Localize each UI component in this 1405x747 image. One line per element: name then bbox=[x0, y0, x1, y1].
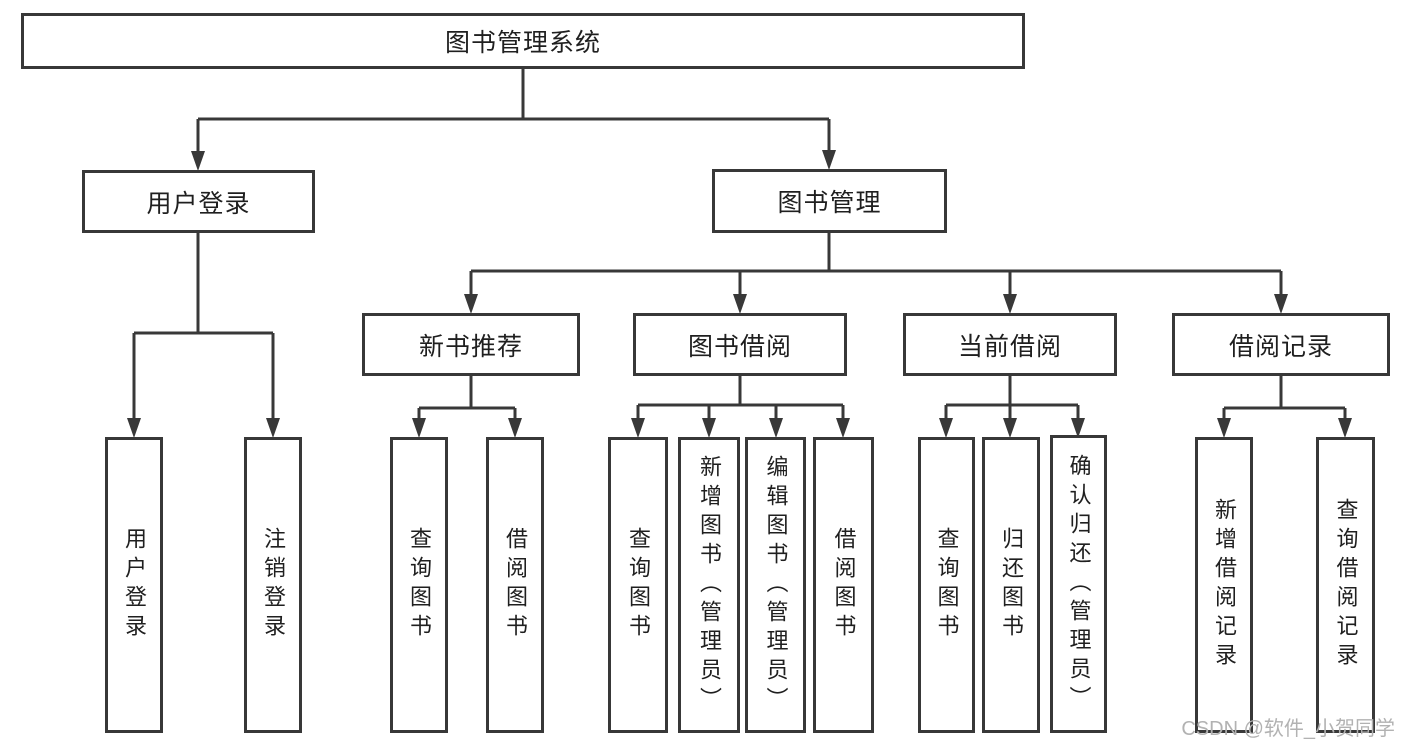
arrowhead-icons bbox=[127, 150, 1352, 438]
leaf-label: 查询图书 bbox=[934, 527, 960, 643]
node-label: 图书管理系统 bbox=[444, 29, 601, 57]
leaf-label: 新增图书（管理员） bbox=[697, 454, 722, 716]
node-user-login: 用户登录 bbox=[82, 170, 315, 233]
node-label: 图书借阅 bbox=[687, 332, 792, 361]
leaf-label: 查询借阅记录 bbox=[1333, 498, 1359, 672]
node-label: 用户登录 bbox=[146, 189, 251, 218]
leaf-label: 借阅图书 bbox=[503, 527, 528, 643]
leaf-label: 注销登录 bbox=[261, 527, 286, 643]
node-borrowing-records: 借阅记录 bbox=[1172, 313, 1390, 376]
leaf-query-books-borrow: 查询图书 bbox=[608, 437, 668, 733]
csdn-watermark: CSDN @软件_小贺同学 bbox=[1181, 718, 1395, 740]
leaf-label: 归还图书 bbox=[999, 527, 1024, 643]
leaf-label: 确认归还（管理员） bbox=[1066, 453, 1092, 715]
leaf-query-borrow-record: 查询借阅记录 bbox=[1316, 437, 1375, 733]
leaf-query-books-recommend: 查询图书 bbox=[390, 437, 448, 733]
leaf-confirm-return-admin: 确认归还（管理员） bbox=[1050, 435, 1107, 733]
leaf-label: 新增借阅记录 bbox=[1212, 498, 1237, 672]
leaf-return-books: 归还图书 bbox=[982, 437, 1040, 733]
leaf-label: 查询图书 bbox=[407, 527, 432, 643]
node-current-borrowing: 当前借阅 bbox=[903, 313, 1117, 376]
node-label: 图书管理 bbox=[777, 189, 882, 217]
node-book-borrowing: 图书借阅 bbox=[633, 313, 847, 376]
leaf-label: 借阅图书 bbox=[831, 527, 857, 643]
node-label: 当前借阅 bbox=[957, 332, 1062, 361]
leaf-label: 用户登录 bbox=[122, 527, 147, 643]
leaf-label: 编辑图书（管理员） bbox=[763, 454, 789, 716]
leaf-label: 查询图书 bbox=[626, 527, 651, 643]
node-label: 借阅记录 bbox=[1228, 332, 1333, 361]
leaf-borrow-books: 借阅图书 bbox=[813, 437, 874, 733]
leaf-borrow-books-recommend: 借阅图书 bbox=[486, 437, 544, 733]
node-library-management-system: 图书管理系统 bbox=[21, 13, 1025, 69]
node-book-management: 图书管理 bbox=[712, 169, 947, 233]
node-label: 新书推荐 bbox=[418, 332, 523, 361]
leaf-user-login: 用户登录 bbox=[105, 437, 163, 733]
leaf-add-borrow-record: 新增借阅记录 bbox=[1195, 437, 1253, 733]
connector-paths bbox=[132, 69, 1347, 420]
leaf-edit-books-admin: 编辑图书（管理员） bbox=[745, 437, 806, 733]
leaf-logout-login: 注销登录 bbox=[244, 437, 302, 733]
leaf-query-books-current: 查询图书 bbox=[918, 437, 975, 733]
leaf-add-books-admin: 新增图书（管理员） bbox=[678, 437, 740, 733]
node-new-book-recommendation: 新书推荐 bbox=[362, 313, 580, 376]
